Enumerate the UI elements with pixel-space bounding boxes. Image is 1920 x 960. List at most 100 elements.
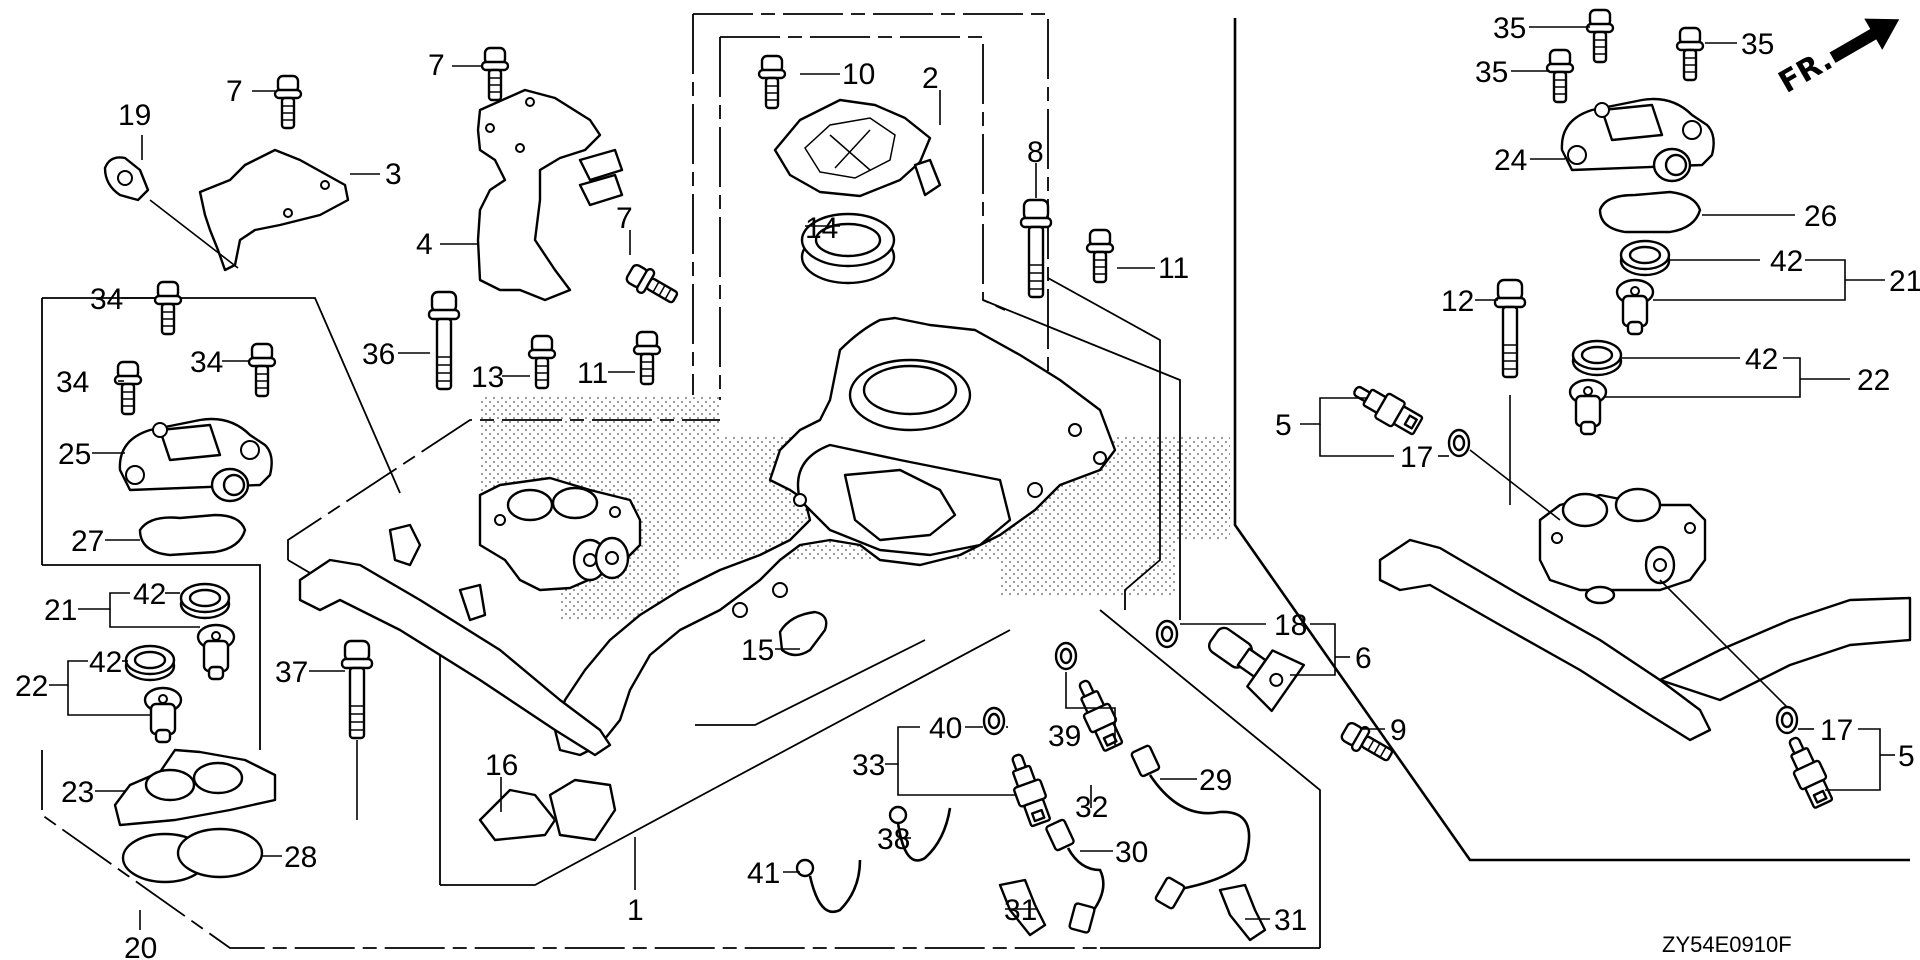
callout-34: 34 — [56, 366, 89, 399]
callout-20: 20 — [124, 932, 157, 960]
callout-17: 17 — [1400, 441, 1433, 474]
callout-7: 7 — [226, 75, 243, 108]
o-rings-28 — [121, 827, 264, 884]
clip-31a — [998, 878, 1047, 937]
callout-28: 28 — [284, 841, 317, 874]
fr-label: FR. — [1773, 43, 1839, 101]
harness-29 — [1130, 744, 1251, 910]
seal-42b — [124, 644, 176, 682]
thermostat-base-right — [1378, 487, 1912, 742]
callout-15: 15 — [741, 634, 774, 667]
bolt-7b — [480, 46, 510, 102]
gasket-26 — [1598, 190, 1702, 234]
front-direction-arrow: FR. — [1773, 18, 1900, 101]
washer-40 — [982, 706, 1006, 736]
callout-12: 12 — [1441, 285, 1474, 318]
callout-36: 36 — [362, 338, 395, 371]
callout-35: 35 — [1493, 12, 1526, 45]
sensor-33 — [1001, 749, 1056, 830]
callout-35: 35 — [1741, 28, 1774, 61]
bolt-34c — [247, 342, 277, 398]
callout-32: 32 — [1075, 791, 1108, 824]
clip-31b — [1218, 883, 1267, 942]
callout-21: 21 — [1889, 265, 1920, 298]
callout-18: 18 — [1274, 609, 1307, 642]
callout-22: 22 — [1857, 364, 1890, 397]
bolt-35a — [1585, 8, 1615, 64]
callout-19: 19 — [118, 99, 151, 132]
washer-17a — [1447, 428, 1471, 458]
washer-17b — [1775, 705, 1799, 735]
bolt-36 — [427, 290, 461, 391]
drawing-code: ZY54E0910F — [1662, 932, 1792, 957]
callout-39: 39 — [1048, 720, 1081, 753]
callout-7: 7 — [616, 202, 633, 235]
stipple-shade-right — [1150, 450, 1230, 520]
callout-41: 41 — [747, 857, 780, 890]
callout-30: 30 — [1115, 836, 1148, 869]
sensor-5a — [1347, 376, 1426, 440]
bolt-34a — [153, 280, 183, 336]
callout-35: 35 — [1475, 56, 1508, 89]
bolt-7c — [622, 259, 683, 311]
callout-31: 31 — [1274, 904, 1307, 937]
callout-17: 17 — [1820, 714, 1853, 747]
cover-2 — [773, 98, 942, 198]
bolt-34b — [113, 360, 143, 416]
thermostat-22b — [1568, 378, 1608, 436]
callout-27: 27 — [71, 525, 104, 558]
seal-42a — [179, 582, 231, 620]
callout-42: 42 — [1770, 245, 1803, 278]
bolt-13 — [527, 334, 557, 390]
bolt-35b — [1545, 48, 1575, 104]
thermostat-21b — [1615, 278, 1655, 336]
callout-13: 13 — [471, 361, 504, 394]
bolt-11a — [1085, 228, 1115, 284]
callout-16: 16 — [485, 749, 518, 782]
callout-21: 21 — [44, 594, 77, 627]
bolt-8 — [1019, 198, 1053, 299]
callout-42: 42 — [133, 578, 166, 611]
clamp-38 — [888, 805, 952, 862]
callout-22: 22 — [15, 670, 48, 703]
callout-labels: 19 7 3 7 4 7 10 2 14 8 11 36 13 11 34 34… — [15, 12, 1920, 960]
callout-38: 38 — [877, 823, 910, 856]
thermostat-base-left — [478, 476, 642, 592]
sensor-6 — [1207, 626, 1306, 713]
manifold-rail-left — [298, 523, 612, 757]
gasket-15 — [778, 610, 828, 657]
callout-34: 34 — [190, 346, 223, 379]
callout-5: 5 — [1275, 409, 1292, 442]
callout-2: 2 — [922, 62, 939, 95]
housing-24 — [1560, 97, 1715, 183]
callout-3: 3 — [385, 158, 402, 191]
bolt-11b — [632, 330, 662, 386]
housing-25 — [118, 417, 273, 503]
callout-9: 9 — [1390, 714, 1407, 747]
bolt-7a — [273, 74, 303, 130]
callout-42: 42 — [89, 646, 122, 679]
seal-42c — [1619, 239, 1671, 277]
bracket-4 — [476, 88, 624, 302]
bolt-10 — [757, 54, 787, 110]
bracket-3 — [198, 148, 350, 272]
callout-8: 8 — [1027, 136, 1044, 169]
callout-10: 10 — [842, 58, 875, 91]
callout-5: 5 — [1898, 740, 1915, 773]
callout-11: 11 — [1158, 252, 1189, 285]
callout-11: 11 — [577, 357, 608, 390]
callout-1: 1 — [627, 894, 644, 927]
thermostat-22a — [143, 686, 183, 744]
gasket-27 — [138, 513, 247, 557]
callout-25: 25 — [58, 438, 91, 471]
intake-manifold — [553, 316, 1117, 757]
callout-31: 31 — [1004, 894, 1037, 927]
callout-6: 6 — [1355, 642, 1372, 675]
cover-23 — [113, 748, 277, 827]
thermostat-21a — [196, 623, 236, 681]
callout-42: 42 — [1745, 343, 1778, 376]
oil-seal-14 — [800, 212, 896, 285]
callout-7: 7 — [428, 49, 445, 82]
bolt-12 — [1493, 278, 1527, 379]
